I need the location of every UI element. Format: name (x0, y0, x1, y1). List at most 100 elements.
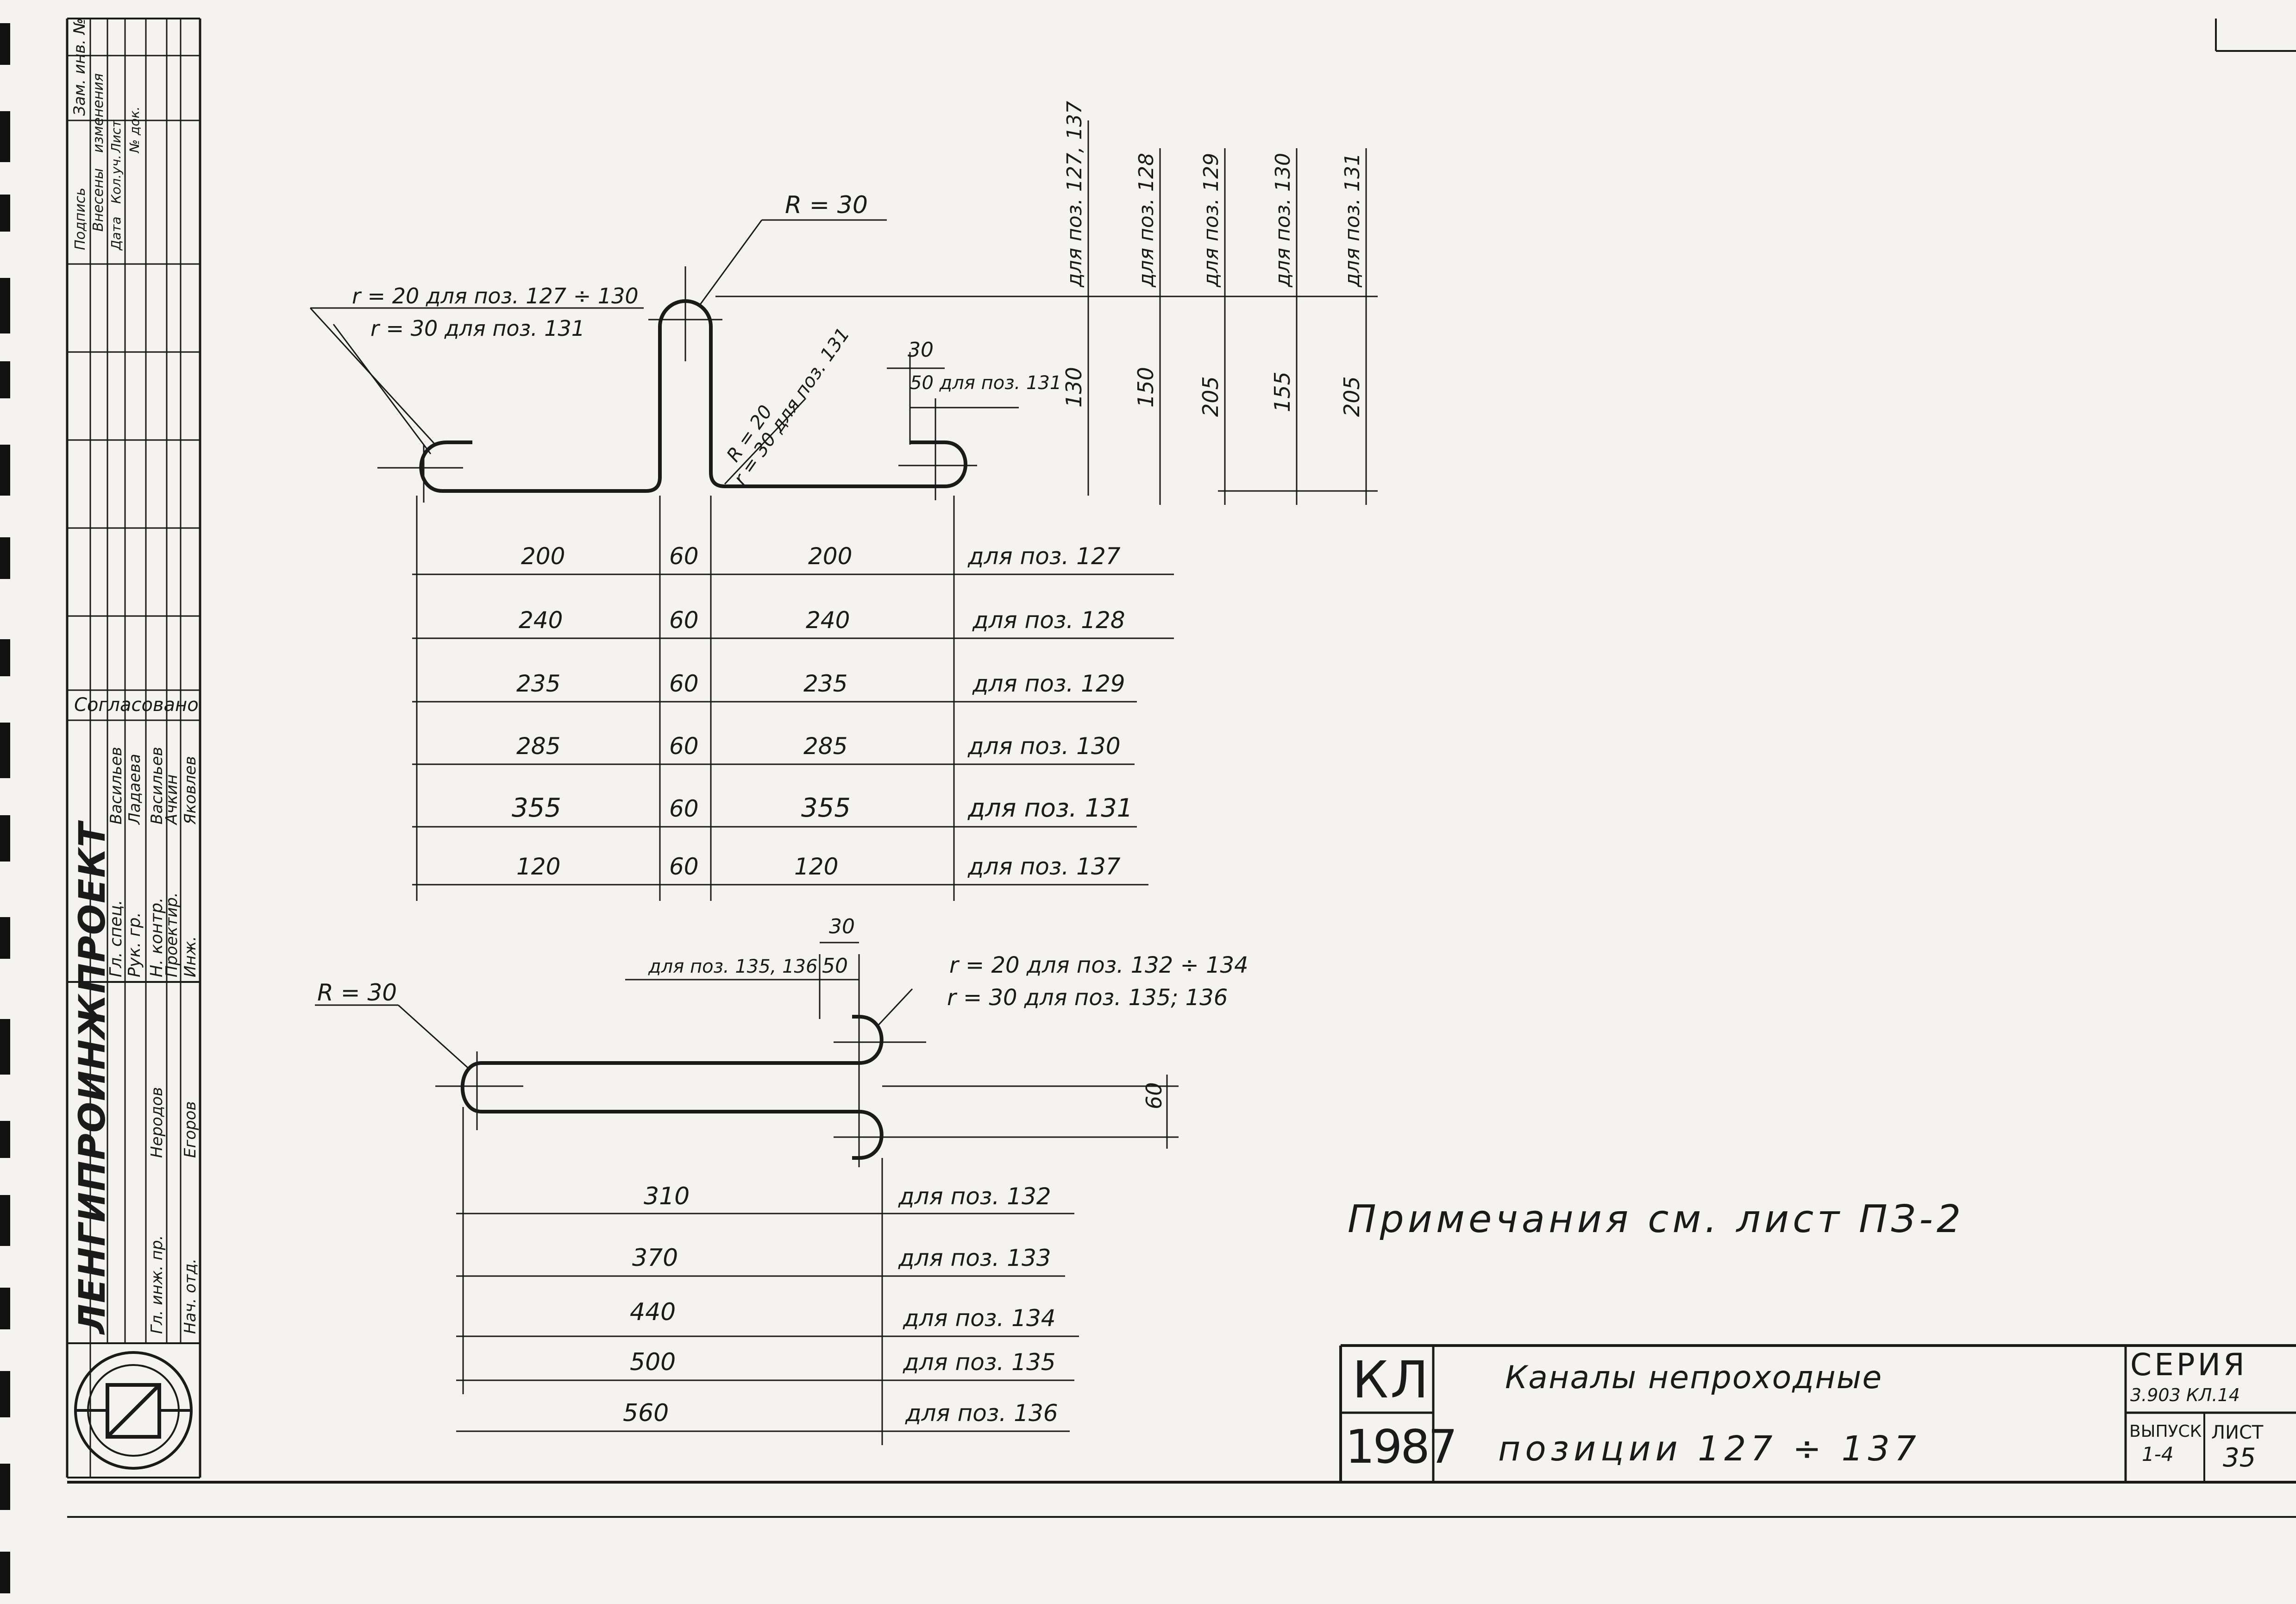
brow2-pos: для поз. 133 (898, 1245, 1051, 1271)
top-bar-shape (309, 219, 1019, 503)
height-val-1: 130 (1061, 367, 1086, 408)
stamp-col-5: Кол.уч. (108, 155, 124, 204)
row3-c: 235 (803, 670, 847, 697)
sheet-label: ЛИСТ (2211, 1422, 2264, 1443)
top-r-small-1: r = 20 для поз. 127 ÷ 130 (352, 283, 639, 308)
height-pos-4: для поз. 130 (1271, 153, 1295, 288)
stamp-ref-label: Зам. инв. № (70, 18, 89, 116)
issue-value: 1-4 (2142, 1443, 2174, 1466)
top-height-dimensions: для поз. 127, 137 для поз. 128 для поз. … (715, 101, 1378, 505)
row6-c: 120 (794, 853, 838, 880)
title-block (67, 19, 2296, 1518)
row2-pos: для поз. 128 (972, 607, 1125, 634)
stamp-name-5: Яковлев (181, 756, 200, 825)
bottom-bar-shape (315, 942, 1179, 1394)
row1-pos: для поз. 127 (967, 543, 1121, 570)
row4-b: 60 (669, 733, 699, 760)
row2-c: 240 (806, 607, 850, 634)
stamp-role-7: Нач. отд. (181, 1258, 200, 1334)
height-pos-3: для поз. 129 (1199, 153, 1223, 288)
top-hook-30: 30 (908, 338, 934, 362)
stamp-role-2: Рук. гр. (125, 912, 144, 977)
bottom-bar-labels: R = 30 30 50 для поз. 135, 136 r = 20 дл… (317, 915, 1248, 1109)
top-r-small-2: r = 30 для поз. 131 (370, 316, 585, 341)
stamp-name-3: Васильев (148, 747, 166, 824)
stamp-texts: Зам. инв. № Подпись Внесены изменения Да… (70, 18, 200, 1335)
stamp-name-6: Егоров (181, 1101, 200, 1158)
height-pos-5: для поз. 131 (1341, 153, 1364, 288)
row2-b: 60 (669, 607, 699, 634)
row1-a: 200 (521, 543, 565, 570)
stamp-role-4: Проектир. (163, 892, 181, 977)
stamp-col-7: № док. (127, 107, 142, 154)
stamp-name-2: Ладаева (125, 754, 144, 825)
top-hook-50: 50 для поз. 131 (910, 372, 1061, 394)
brow2-len: 370 (632, 1244, 678, 1272)
stamp-col-1: Подпись (72, 188, 88, 250)
company-logo (74, 1351, 193, 1470)
stamp-col-3: изменения (90, 73, 107, 153)
stamp-col-2: Внесены (90, 168, 107, 232)
issue-label: ВЫПУСК (2129, 1422, 2202, 1441)
top-r-main: R = 30 (785, 191, 868, 219)
row3-pos: для поз. 129 (972, 670, 1125, 697)
brow4-pos: для поз. 135 (903, 1349, 1056, 1376)
brow3-len: 440 (630, 1298, 676, 1326)
row5-a: 355 (512, 793, 561, 823)
bottom-dim-30: 30 (829, 915, 855, 938)
title-line-1: Каналы непроходные (1505, 1359, 1883, 1396)
title-line-2: позиции 127 ÷ 137 (1498, 1429, 1921, 1469)
stamp-name-1: Васильев (107, 747, 125, 824)
brow5-len: 560 (623, 1399, 669, 1427)
stamp-org: ЛЕНГИПРОИНЖПРОЕКТ (72, 820, 113, 1335)
height-val-3: 205 (1198, 376, 1223, 417)
stamp-role-3: Н. контр. (147, 897, 166, 977)
row5-c: 355 (801, 793, 851, 823)
height-pos-1: для поз. 127, 137 (1063, 101, 1086, 288)
stamp-col-6: Лист (108, 120, 124, 153)
bottom-r-small-1: r = 20 для поз. 132 ÷ 134 (949, 952, 1248, 978)
row5-b: 60 (669, 795, 699, 822)
bottom-r-small-2: r = 30 для поз. 135; 136 (947, 985, 1228, 1011)
title-code: КЛ (1352, 1350, 1430, 1409)
sheet-value: 35 (2223, 1443, 2256, 1473)
row1-c: 200 (808, 543, 852, 570)
height-val-4: 155 (1270, 371, 1295, 412)
brow1-pos: для поз. 132 (898, 1183, 1051, 1210)
row6-pos: для поз. 137 (967, 853, 1121, 880)
stamp-role-6: Гл. инж. пр. (148, 1235, 166, 1334)
binding-marks (0, 23, 10, 1593)
row3-b: 60 (669, 670, 699, 697)
stamp-col-4: Дата (108, 216, 124, 251)
height-pos-2: для поз. 128 (1135, 153, 1158, 288)
bottom-r-main: R = 30 (317, 979, 397, 1006)
row1-b: 60 (669, 543, 699, 570)
notes-reference: Примечания см. лист ПЗ-2 (1348, 1197, 1964, 1241)
row6-a: 120 (516, 853, 560, 880)
bottom-dim-50: 50 (822, 954, 848, 978)
bottom-pos-50: для поз. 135, 136 (648, 956, 817, 977)
series-label: СЕРИЯ (2130, 1347, 2247, 1383)
brow3-pos: для поз. 134 (903, 1305, 1056, 1332)
stamp-frame (66, 18, 201, 1478)
height-val-2: 150 (1133, 367, 1158, 408)
bottom-dimension-table: 310 для поз. 132 370 для поз. 133 440 дл… (456, 1158, 1079, 1445)
series-value: 3.903 КЛ.14 (2130, 1385, 2240, 1405)
bottom-height: 60 (1142, 1082, 1167, 1109)
brow5-pos: для поз. 136 (905, 1400, 1058, 1427)
row6-b: 60 (669, 853, 699, 880)
top-dimension-table: 200 60 200 для поз. 127 240 60 240 для п… (412, 496, 1174, 901)
brow4-len: 500 (630, 1348, 676, 1376)
row4-a: 285 (516, 733, 560, 760)
stamp-name-4: Ачкин (163, 774, 181, 825)
stamp-role-1: Гл. спец. (107, 900, 125, 977)
stamp-name-7: Неродов (148, 1087, 166, 1158)
height-val-5: 205 (1339, 376, 1364, 417)
row4-c: 285 (803, 733, 847, 760)
stamp-agreed-header: Согласовано (74, 694, 199, 716)
stamp-role-5: Инж. (181, 936, 200, 977)
row5-pos: для поз. 131 (967, 793, 1133, 823)
row4-pos: для поз. 130 (967, 733, 1121, 760)
